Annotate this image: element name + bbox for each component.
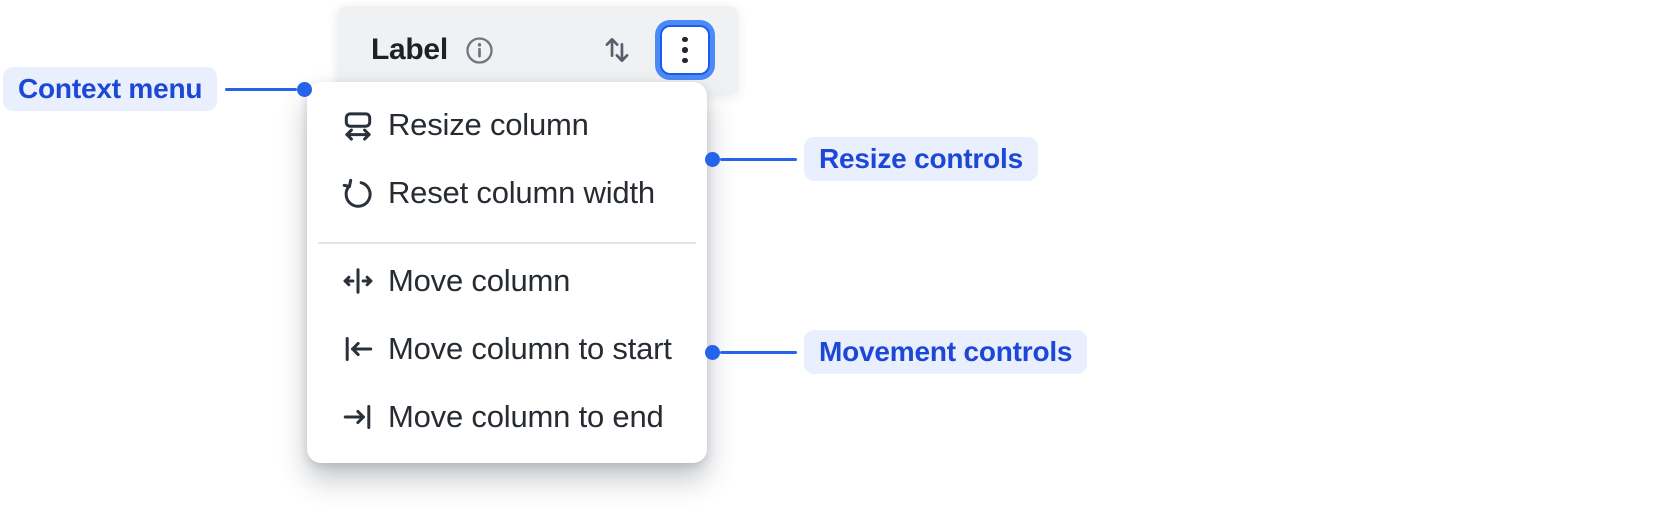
context-menu: Resize column Reset column width — [307, 82, 707, 463]
menu-item-move-column-to-start[interactable]: Move column to start — [307, 315, 707, 383]
menu-item-label: Move column to start — [388, 330, 672, 366]
annotation-pill: Movement controls — [804, 330, 1088, 374]
menu-item-move-column-to-end[interactable]: Move column to end — [307, 383, 707, 451]
annotation-connector-dot — [705, 344, 720, 360]
menu-item-label: Move column to end — [388, 398, 664, 434]
kebab-dot — [682, 57, 688, 64]
column-header: Label — [337, 6, 738, 94]
menu-item-label: Resize column — [388, 107, 589, 142]
annotation-connector-line — [720, 157, 797, 161]
menu-item-label: Reset column width — [388, 175, 655, 210]
annotation-context-menu: Context menu — [3, 67, 313, 111]
move-column-icon — [340, 263, 380, 299]
annotation-connector-line — [720, 350, 797, 354]
move-column-to-start-icon — [340, 331, 380, 367]
menu-item-label: Move column — [388, 262, 571, 298]
menu-item-move-column[interactable]: Move column — [307, 247, 707, 315]
menu-divider — [318, 242, 696, 244]
reset-column-width-icon — [340, 175, 380, 211]
menu-item-reset-column-width[interactable]: Reset column width — [307, 159, 707, 227]
kebab-dot — [682, 36, 688, 43]
info-icon[interactable] — [464, 35, 495, 66]
column-title: Label — [371, 33, 448, 66]
menu-item-resize-column[interactable]: Resize column — [307, 91, 707, 159]
annotation-pill: Resize controls — [804, 137, 1038, 181]
kebab-dot — [682, 47, 688, 53]
annotation-movement-controls: Movement controls — [705, 330, 1088, 374]
annotation-pill: Context menu — [3, 67, 218, 111]
kebab-menu-button[interactable] — [660, 25, 710, 75]
annotation-resize-controls: Resize controls — [705, 137, 1038, 181]
annotation-connector-dot — [705, 151, 720, 167]
resize-column-icon — [340, 107, 380, 143]
annotation-connector-line — [225, 87, 298, 91]
move-column-to-end-icon — [340, 399, 380, 435]
annotation-connector-dot — [297, 81, 313, 97]
sort-icon[interactable] — [600, 33, 634, 67]
